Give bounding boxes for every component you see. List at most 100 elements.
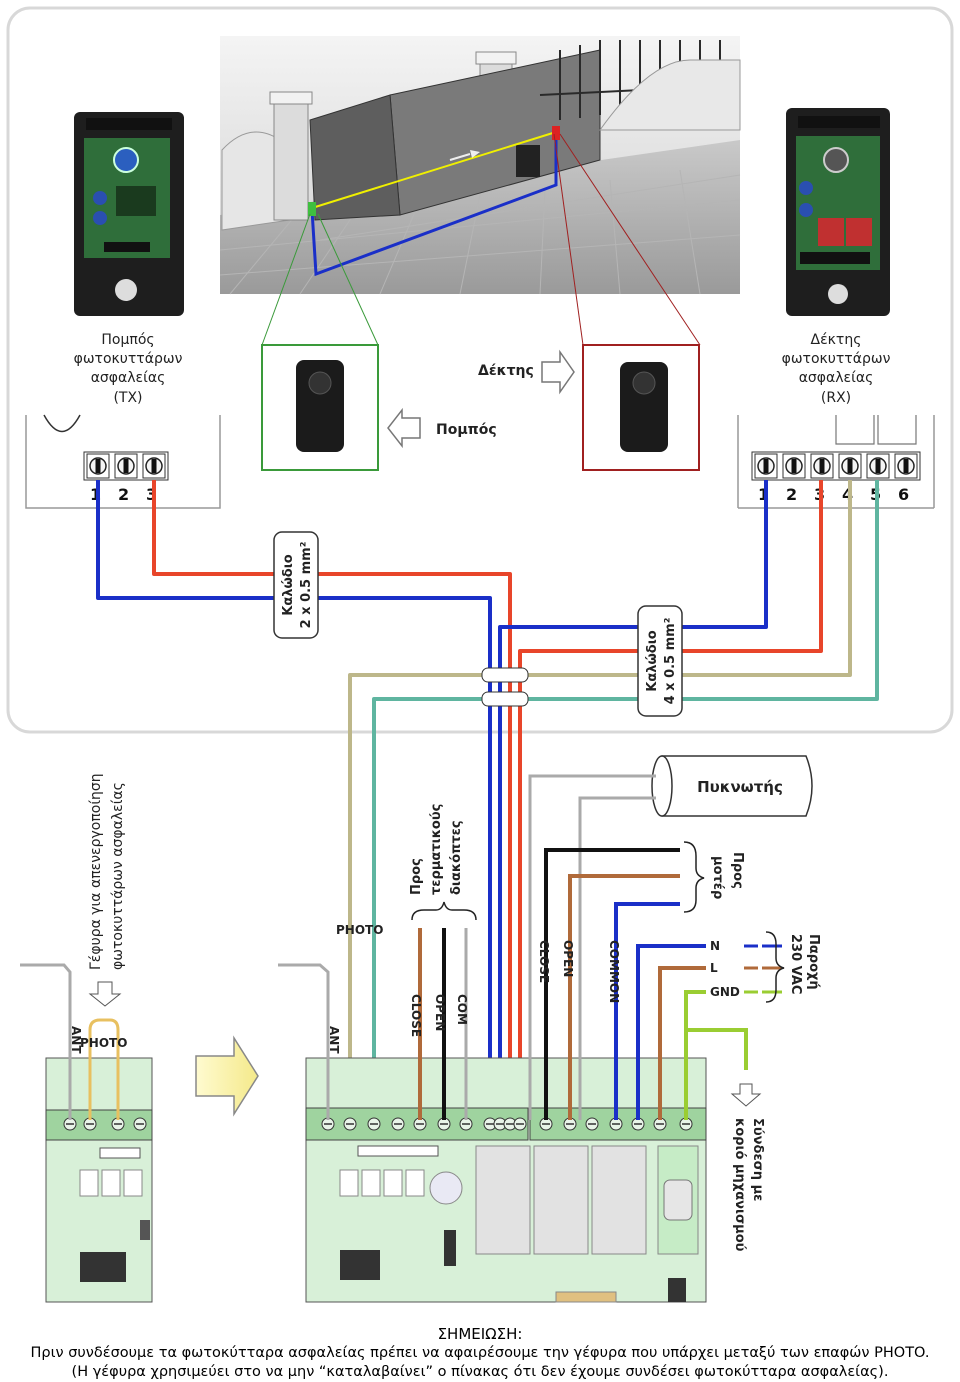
bridge-label-2: φωτοκυττάρων ασφαλείας [110, 782, 126, 970]
right-board-terminal [367, 1117, 381, 1131]
supply-label-2: 230 VAC [788, 934, 803, 994]
photo-bridge-wire [88, 1018, 120, 1120]
right-board-terminal [679, 1117, 693, 1131]
limit-label-1: Προς [409, 858, 424, 895]
wire-rx-blue [498, 480, 768, 1120]
bridge-label-1: Γέφυρα για απενεργοποίηση [88, 773, 104, 970]
capacitor-icon [651, 755, 813, 817]
limit-switch-brace [411, 901, 477, 921]
rx-terminal-screw [894, 453, 918, 479]
motor-label-1: Προς [730, 852, 745, 889]
rx-module-photo [786, 108, 890, 316]
cable-4-line1: Καλώδιο [645, 630, 660, 692]
left-board-terminal [83, 1117, 97, 1131]
tx-module-photo [74, 112, 184, 316]
rx-terminal-number: 2 [786, 485, 797, 504]
motor-wires [544, 848, 680, 1120]
right-board-terminal [493, 1117, 507, 1131]
close-label: CLOSE [409, 994, 423, 1037]
ground-arrow-icon [730, 1083, 762, 1107]
left-board-terminal [111, 1117, 125, 1131]
motor-close-label: CLOSE [537, 940, 551, 983]
cable-ties [481, 667, 529, 707]
tx-terminal-screw [142, 453, 166, 479]
cable-2-label: Καλώδιο 2 x 0.5 mm² [273, 531, 319, 639]
rx-terminal-screw [810, 453, 834, 479]
rx-terminal-screw [782, 453, 806, 479]
l-label: L [710, 961, 718, 975]
receiver-arrow-label: Δέκτης [478, 363, 534, 379]
photo-bridge-label: PHOTO [80, 1036, 127, 1050]
note-heading: ΣΗΜΕΙΩΣΗ: [437, 1325, 523, 1343]
note-line-2: (Η γέφυρα χρησιμεύει στο να μην “καταλαβ… [71, 1364, 889, 1380]
supply-brace [765, 931, 785, 1003]
tx-terminal-screw [86, 453, 110, 479]
motor-label-2: μοτέρ [710, 856, 725, 899]
tx-terminal-number: 2 [118, 485, 129, 504]
ant-left-wire [20, 963, 72, 1120]
motor-brace [683, 841, 705, 913]
motor-open-label: OPEN [561, 940, 575, 977]
wire-rx-teal [372, 480, 879, 1120]
supply-label-1: Παροχή [806, 934, 821, 990]
rx-callout-lines [553, 133, 584, 346]
tx-terminal-screw [114, 453, 138, 479]
tx-terminal-number: 1 [90, 485, 101, 504]
motor-common-label: COMMON [607, 940, 621, 1003]
wire-rx-khaki [348, 480, 852, 1120]
rx-title-4: (RX) [821, 390, 851, 406]
tx-title-2: φωτοκυττάρων [74, 351, 183, 367]
rx-terminal-number: 1 [758, 485, 769, 504]
cable-4-line2: 4 x 0.5 mm² [663, 618, 678, 705]
ant-right-wire [278, 963, 330, 1120]
right-control-board [305, 1057, 707, 1303]
limit-label-3: διακόπτες [449, 820, 464, 895]
right-board-terminal [391, 1117, 405, 1131]
rx-terminal-number: 4 [842, 485, 853, 504]
limit-switch-wires [418, 928, 468, 1120]
tx-title-3: ασφαλείας [91, 370, 166, 386]
tx-terminal-number: 3 [146, 485, 157, 504]
tx-sensor-closeup [261, 344, 379, 471]
rx-title-1: Δέκτης [811, 332, 862, 348]
right-board-terminal [343, 1117, 357, 1131]
ground-label-1: Σύνδεση με [750, 1118, 765, 1201]
rx-terminal-block [737, 415, 935, 509]
right-board-terminal [585, 1117, 599, 1131]
wire-tx-red [152, 480, 512, 1120]
rx-title-2: φωτοκυττάρων [782, 351, 891, 367]
rx-terminal-screw [866, 453, 890, 479]
tx-title-1: Πομπός [101, 332, 154, 348]
rx-title-3: ασφαλείας [799, 370, 874, 386]
cable-2-line1: Καλώδιο [281, 554, 296, 616]
rx-terminal-screw [754, 453, 778, 479]
gnd-label: GND [710, 985, 740, 999]
right-board-terminal [459, 1117, 473, 1131]
rx-terminal-number: 6 [898, 485, 909, 504]
left-control-board [45, 1057, 153, 1303]
ant-left-label: ANT [69, 1026, 83, 1054]
cable-2-line2: 2 x 0.5 mm² [299, 542, 314, 629]
transmitter-arrow-icon [387, 407, 421, 449]
gate-photo [219, 36, 741, 295]
n-label: N [710, 939, 720, 953]
right-board-terminal [563, 1117, 577, 1131]
receiver-arrow-icon [541, 349, 575, 395]
capacitor-wires [528, 774, 656, 1120]
photo-label: PHOTO [336, 923, 383, 937]
ant-right-label: ANT [327, 1026, 341, 1054]
ground-label-2: κοριό μηχανισμού [732, 1118, 747, 1252]
right-board-terminal [413, 1117, 427, 1131]
tx-title-4: (TX) [113, 390, 142, 406]
tx-callout-lines [261, 213, 311, 346]
note-line-1: Πριν συνδέσουμε τα φωτοκύτταρα ασφαλείας… [30, 1345, 930, 1361]
open-label: OPEN [433, 994, 447, 1031]
left-board-terminal [133, 1117, 147, 1131]
rx-sensor-closeup [582, 344, 700, 471]
cable-4-label: Καλώδιο 4 x 0.5 mm² [637, 605, 683, 717]
right-board-terminal [503, 1117, 517, 1131]
down-arrow-icon [88, 981, 122, 1007]
capacitor-label: Πυκνωτής [697, 778, 783, 796]
big-right-arrow-icon [195, 1035, 259, 1117]
